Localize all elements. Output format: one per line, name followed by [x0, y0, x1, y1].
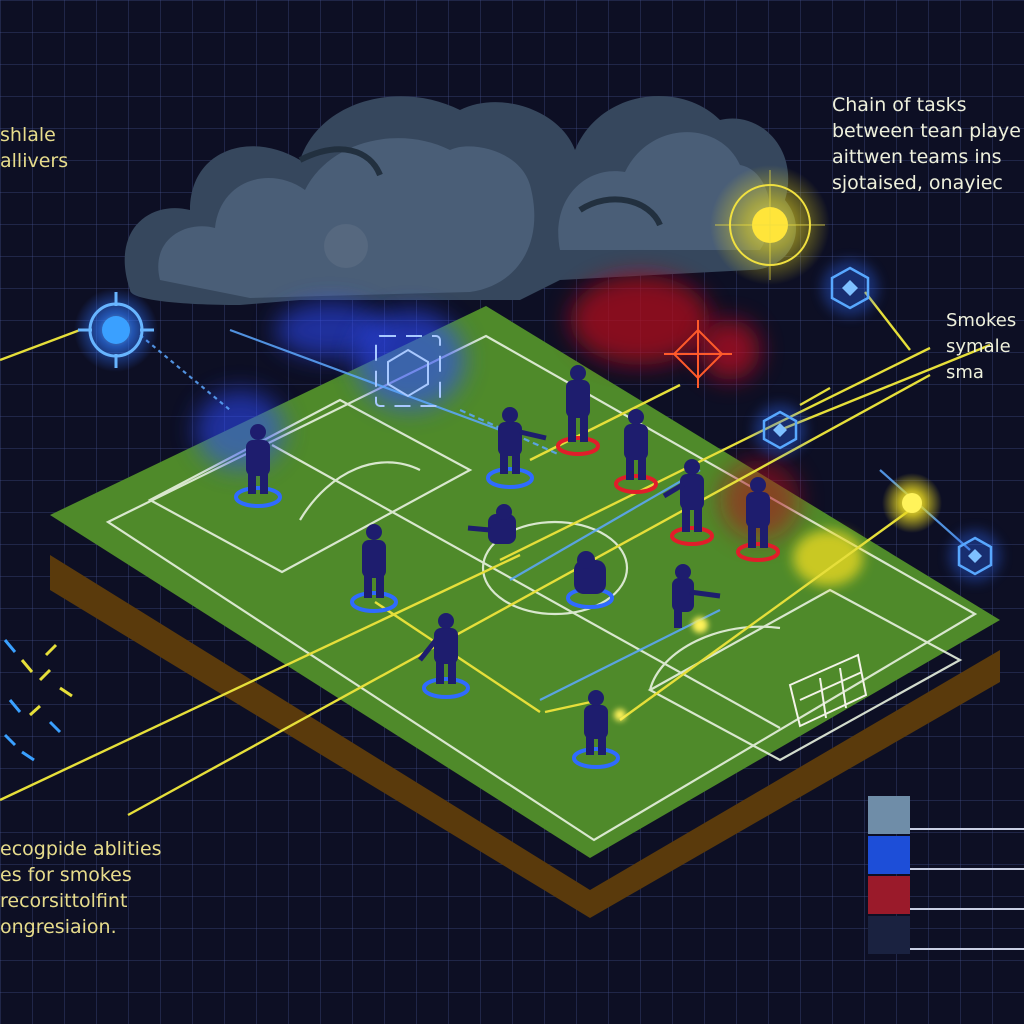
- caption-line: recorsittolfint: [0, 890, 128, 912]
- caption-line: allivers: [0, 150, 69, 172]
- caption-line: aittwen teams ins: [832, 146, 1002, 168]
- shot-flash: [614, 617, 708, 721]
- caption-line: between tean playe: [832, 120, 1021, 142]
- legend-line: [910, 868, 1024, 870]
- particles: [3, 639, 73, 762]
- legend-line: [910, 828, 1024, 830]
- pitch: [50, 306, 1000, 918]
- hex-marker-icon: [822, 260, 878, 316]
- blue-player: [566, 551, 614, 609]
- legend-item: [868, 836, 1024, 876]
- target-marker-icon: [375, 335, 441, 407]
- caption-line: Smokes: [946, 310, 1017, 331]
- legend-swatch: [868, 796, 910, 834]
- legend-swatch: [868, 836, 910, 874]
- caption-line: sma: [946, 362, 984, 383]
- red-player: [736, 477, 780, 562]
- top-right-caption: Chain of tasks between tean playe aittwe…: [832, 92, 1024, 196]
- red-player: [662, 459, 714, 546]
- caption-line: shlale: [0, 124, 56, 146]
- legend-line: [910, 948, 1024, 950]
- caption-line: ecogpide ablities: [0, 838, 162, 860]
- blue-player: [350, 524, 398, 613]
- yellow-sparkle-icon: [882, 473, 942, 533]
- blue-player: [672, 564, 721, 628]
- color-legend: [868, 796, 1024, 956]
- caption-line: ongresiaion.: [0, 916, 117, 938]
- red-target-marker-icon: [664, 320, 732, 388]
- legend-item: [868, 876, 1024, 916]
- red-player: [614, 409, 658, 494]
- middle-right-caption: Smokes symale sma: [946, 308, 1024, 386]
- legend-swatch: [868, 876, 910, 914]
- top-left-caption: shlale allivers: [0, 122, 68, 174]
- legend-line: [910, 908, 1024, 910]
- legend-item: [868, 916, 1024, 956]
- bottom-left-caption: ecogpide ablities es for smokes recorsit…: [0, 836, 162, 940]
- hex-marker-icon: [754, 404, 806, 456]
- storm-clouds: [124, 96, 797, 305]
- blue-player: [234, 424, 282, 508]
- goal: [788, 653, 868, 728]
- legend-item: [868, 796, 1024, 836]
- blue-player: [467, 504, 516, 544]
- blue-player: [572, 690, 620, 769]
- caption-line: es for smokes: [0, 864, 132, 886]
- caption-line: Chain of tasks: [832, 94, 967, 116]
- blue-player: [418, 613, 470, 699]
- caption-line: symale: [946, 336, 1011, 357]
- legend-swatch: [868, 916, 910, 954]
- blue-player: [486, 407, 547, 489]
- hex-marker-icon: [949, 530, 1001, 582]
- red-player: [556, 365, 600, 456]
- sun-marker-icon: [710, 165, 830, 285]
- crosshair-marker-icon: [74, 288, 158, 372]
- caption-line: sjotaised, onayiec: [832, 172, 1003, 194]
